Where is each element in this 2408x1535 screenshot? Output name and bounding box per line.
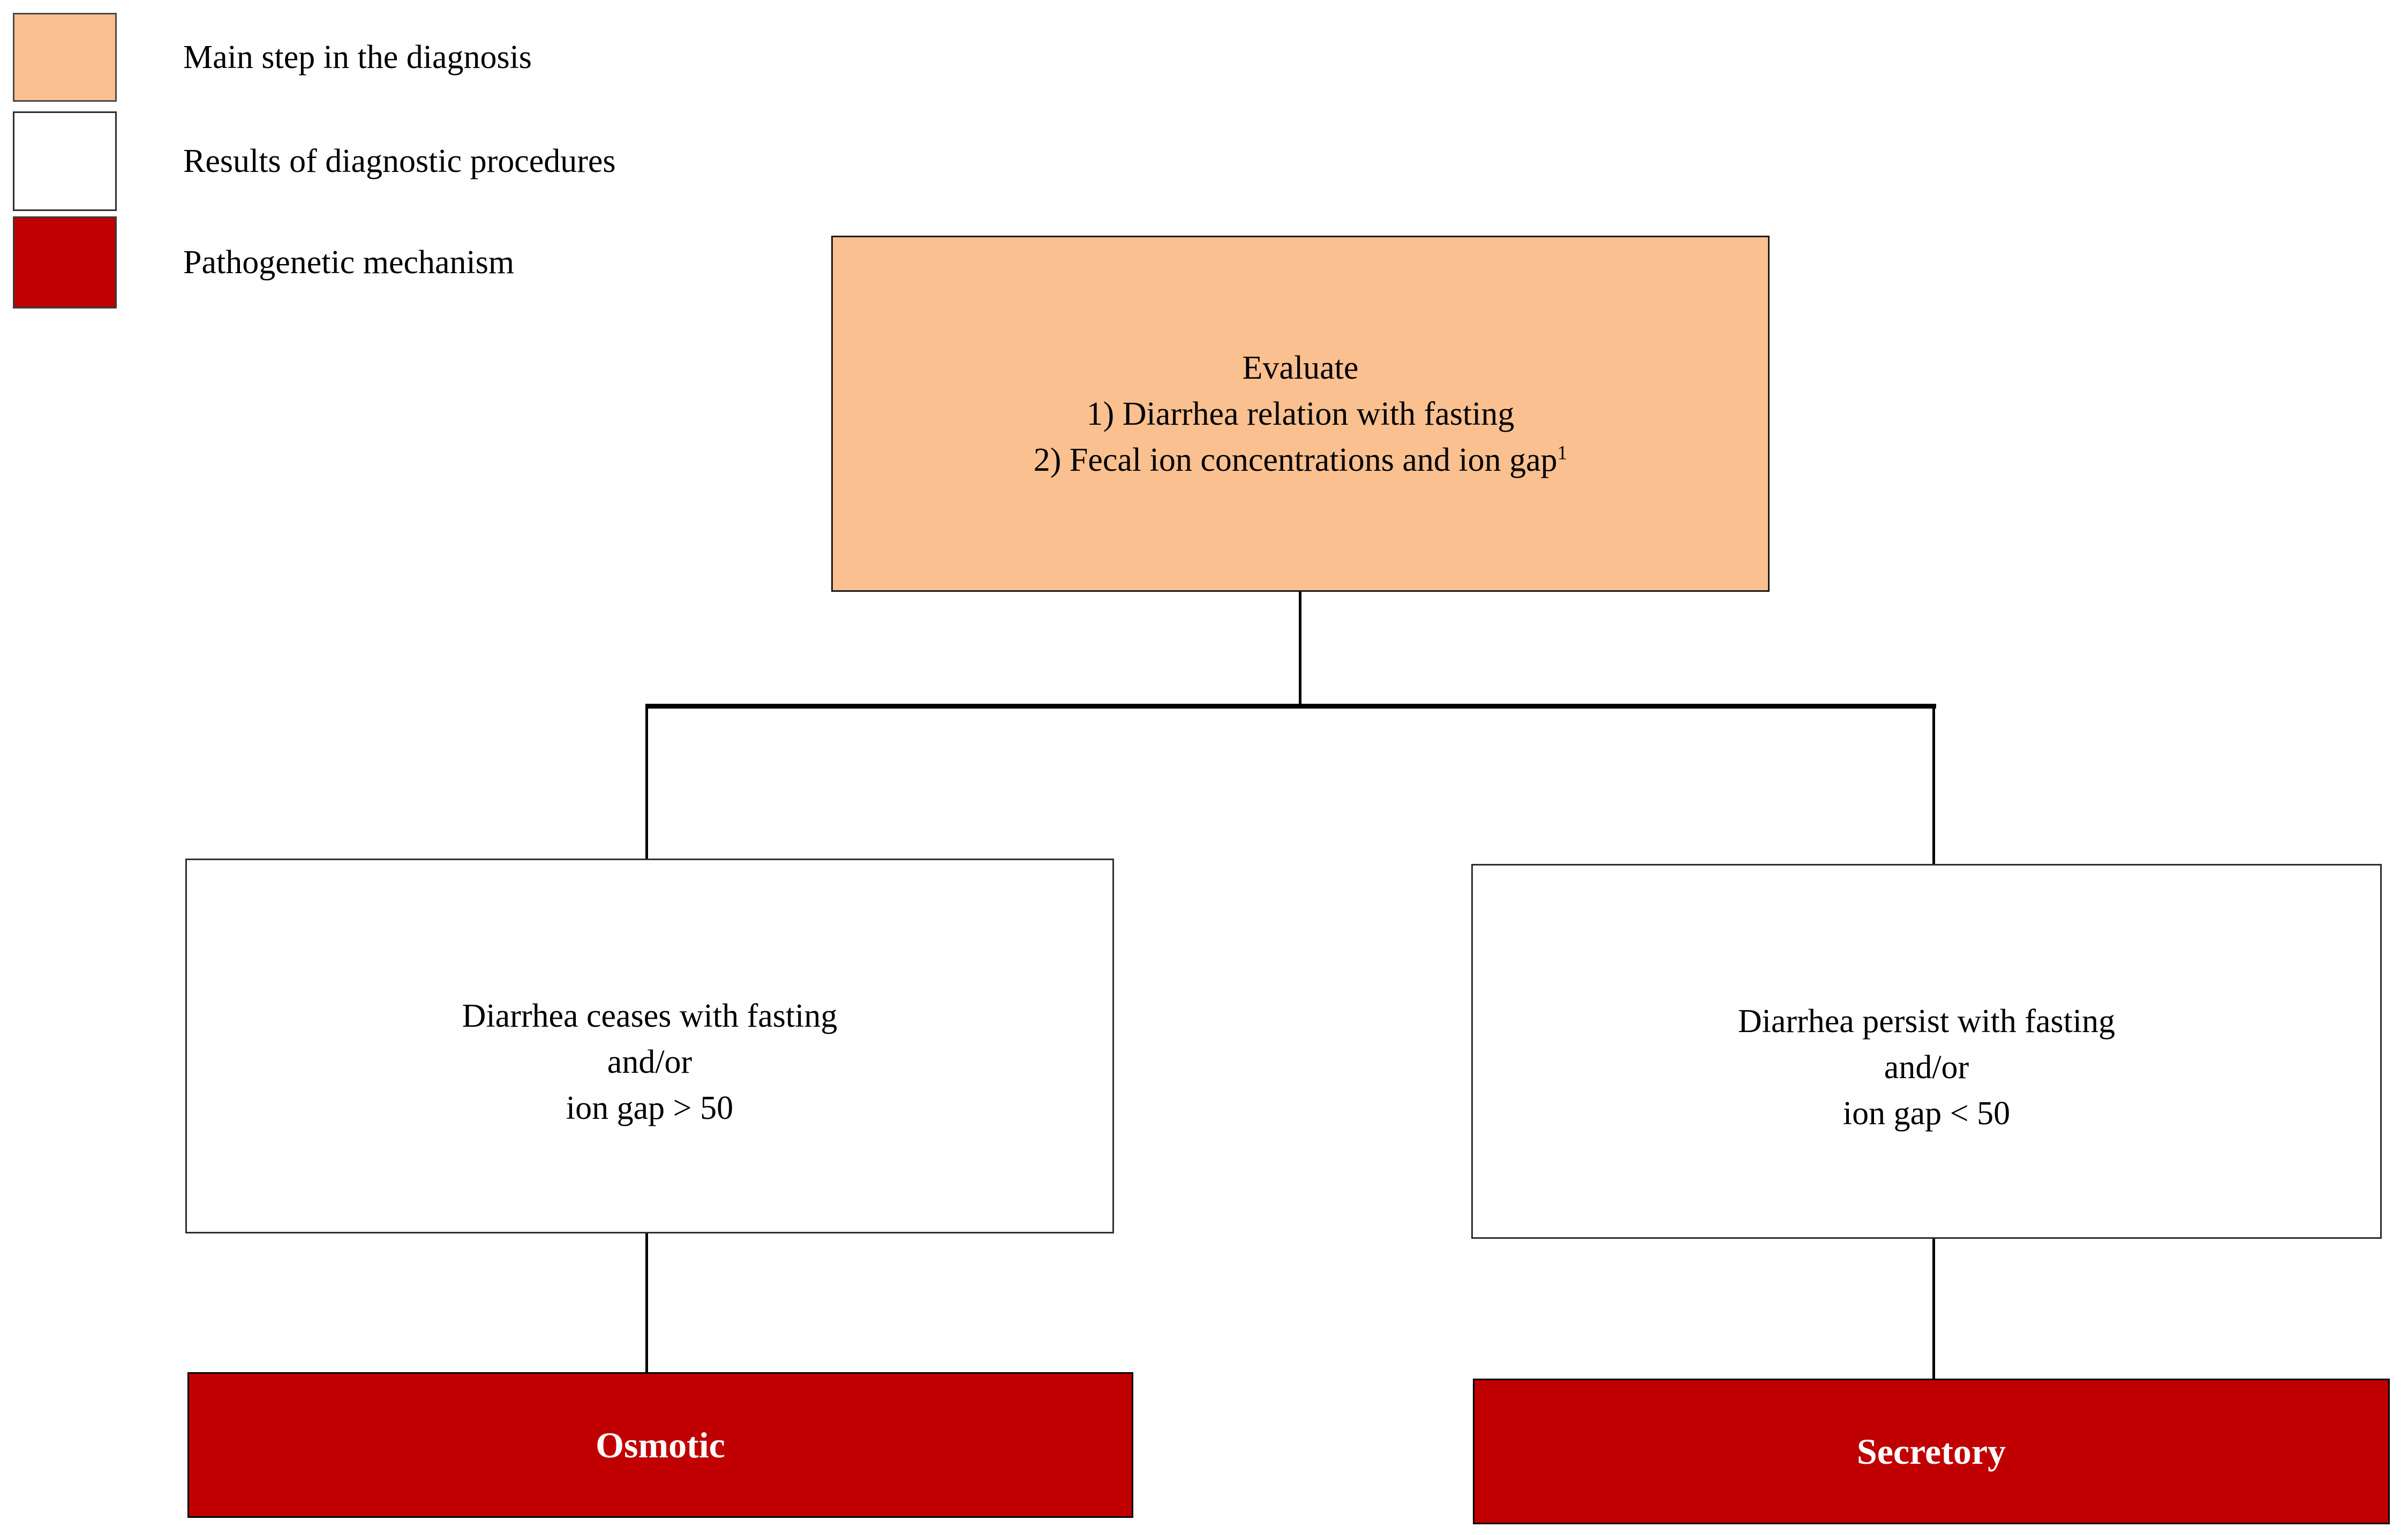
right-condition-line-3: ion gap < 50 — [1842, 1095, 2011, 1132]
legend-swatch-main-step — [13, 13, 117, 102]
evaluate-line-2: 1) Diarrhea relation with fasting — [1086, 395, 1515, 432]
footnote-marker: 1 — [1557, 441, 1568, 464]
connector-right-branch-drop — [1932, 706, 1935, 866]
legend-label-diagnostic-results: Results of diagnostic procedures — [183, 142, 616, 179]
right-condition-box: Diarrhea persist with fasting and/or ion… — [1471, 864, 2382, 1239]
right-condition-line-1: Diarrhea persist with fasting — [1737, 1003, 2116, 1040]
connector-right-outcome-drop — [1932, 1239, 1935, 1380]
connector-root-stem — [1299, 592, 1301, 706]
legend-label-pathogenetic-mechanism: Pathogenetic mechanism — [183, 244, 515, 281]
evaluate-line-1: Evaluate — [1242, 349, 1359, 386]
left-condition-line-1: Diarrhea ceases with fasting — [462, 998, 838, 1034]
secretory-outcome-box: Secretory — [1473, 1379, 2390, 1524]
connector-left-outcome-drop — [645, 1233, 648, 1374]
legend-item-main-step: Main step in the diagnosis — [13, 13, 532, 102]
legend-item-diagnostic-results: Results of diagnostic procedures — [13, 111, 616, 211]
evaluate-line-3: 2) Fecal ion concentrations and ion gap1 — [1034, 437, 1568, 483]
osmotic-label: Osmotic — [596, 1425, 725, 1465]
legend-item-pathogenetic-mechanism: Pathogenetic mechanism — [13, 216, 514, 308]
evaluate-box: Evaluate 1) Diarrhea relation with fasti… — [831, 236, 1770, 592]
osmotic-outcome-box: Osmotic — [187, 1372, 1133, 1518]
legend-swatch-pathogenetic-mechanism — [13, 216, 117, 308]
legend-swatch-diagnostic-results — [13, 111, 117, 211]
left-condition-box: Diarrhea ceases with fasting and/or ion … — [185, 859, 1114, 1233]
legend-label-main-step: Main step in the diagnosis — [183, 39, 532, 76]
right-condition-line-2: and/or — [1884, 1049, 1969, 1086]
secretory-label: Secretory — [1856, 1431, 2006, 1472]
left-condition-line-2: and/or — [607, 1044, 693, 1080]
connector-left-branch-drop — [645, 706, 648, 860]
connector-branch-bar — [645, 704, 1936, 709]
left-condition-line-3: ion gap > 50 — [566, 1090, 734, 1126]
evaluate-line-3-text: 2) Fecal ion concentrations and ion gap — [1033, 441, 1557, 478]
